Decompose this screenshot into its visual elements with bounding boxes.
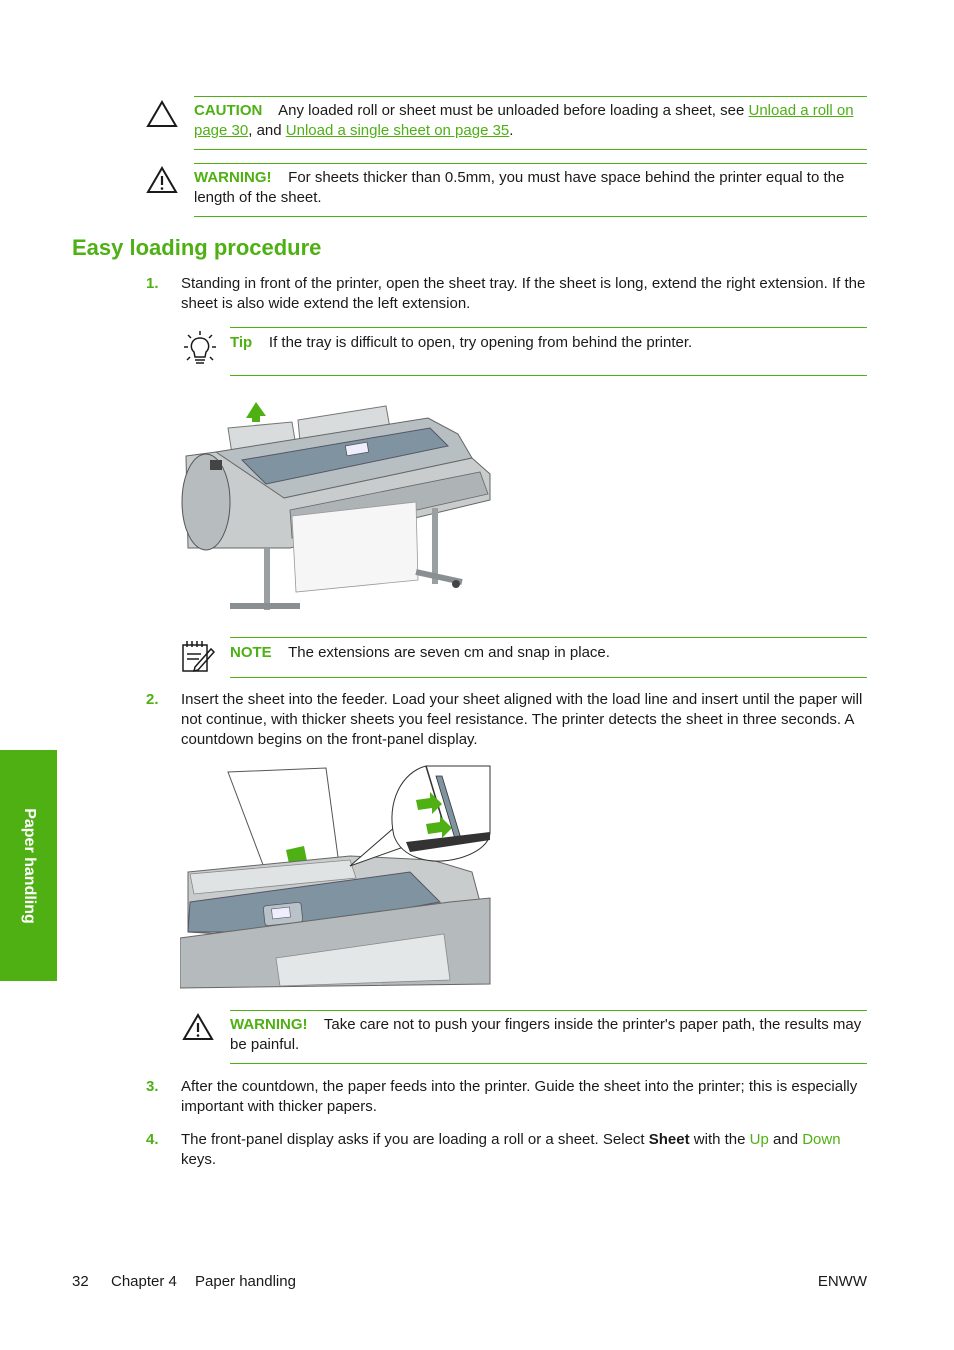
warning-icon bbox=[182, 1013, 214, 1040]
tip-label: Tip bbox=[230, 334, 253, 351]
warning-notice-2: WARNING! Take care not to push your fing… bbox=[230, 1010, 867, 1064]
step-number: 1. bbox=[146, 275, 159, 292]
step-4: 4. The front-panel display asks if you a… bbox=[146, 1130, 868, 1170]
step-text-part: and bbox=[768, 1131, 803, 1148]
step-text: Standing in front of the printer, open t… bbox=[181, 275, 866, 312]
step-text: Insert the sheet into the feeder. Load y… bbox=[181, 691, 863, 748]
caution-text: Any loaded roll or sheet must be unloade… bbox=[278, 102, 749, 119]
footer-chapter-title: Paper handling bbox=[195, 1273, 296, 1290]
note-label: NOTE bbox=[230, 644, 272, 661]
note-icon bbox=[182, 641, 215, 673]
unload-sheet-link[interactable]: Unload a single sheet on page 35 bbox=[285, 122, 510, 139]
step-number: 3. bbox=[146, 1078, 159, 1095]
warning-label: WARNING! bbox=[230, 1016, 308, 1033]
step-3: 3. After the countdown, the paper feeds … bbox=[146, 1077, 868, 1117]
sheet-insertion-illustration bbox=[180, 765, 491, 989]
step-2: 2. Insert the sheet into the feeder. Loa… bbox=[146, 690, 868, 750]
printer-tray-illustration bbox=[181, 402, 491, 610]
sheet-option: Sheet bbox=[648, 1131, 690, 1148]
caution-label: CAUTION bbox=[194, 102, 263, 119]
caution-text-mid: , and bbox=[248, 122, 286, 139]
step-text: The front-panel display asks if you are … bbox=[181, 1130, 868, 1170]
down-key: Down bbox=[802, 1131, 841, 1148]
unload-roll-link[interactable]: Unload a roll on page 30 bbox=[194, 102, 854, 139]
warning-text: Take care not to push your fingers insid… bbox=[230, 1016, 862, 1053]
page-number: 32 bbox=[72, 1273, 89, 1290]
caution-icon bbox=[146, 100, 178, 127]
note-notice: NOTE The extensions are seven cm and sna… bbox=[230, 637, 867, 678]
caution-text-end: . bbox=[509, 122, 514, 139]
warning-notice: WARNING! For sheets thicker than 0.5mm, … bbox=[194, 163, 867, 217]
step-1: 1. Standing in front of the printer, ope… bbox=[146, 274, 868, 314]
step-text-part: keys. bbox=[181, 1151, 217, 1168]
up-key: Up bbox=[749, 1131, 769, 1148]
chapter-side-tab: Paper handling bbox=[0, 750, 57, 981]
tip-notice: Tip If the tray is difficult to open, tr… bbox=[230, 327, 867, 376]
step-number: 4. bbox=[146, 1131, 159, 1148]
warning-text: For sheets thicker than 0.5mm, you must … bbox=[194, 169, 845, 206]
step-number: 2. bbox=[146, 691, 159, 708]
warning-label: WARNING! bbox=[194, 169, 272, 186]
note-text: The extensions are seven cm and snap in … bbox=[288, 644, 610, 661]
step-text-part: The front-panel display asks if you are … bbox=[181, 1131, 649, 1148]
section-title: Easy loading procedure bbox=[72, 235, 322, 260]
footer-enww: ENWW bbox=[817, 1273, 867, 1290]
step-text-part: with the bbox=[689, 1131, 750, 1148]
side-tab-label: Paper handling bbox=[20, 807, 38, 924]
tip-lightbulb-icon bbox=[184, 331, 216, 364]
footer-chapter: Chapter 4 bbox=[111, 1273, 177, 1290]
step-text: After the countdown, the paper feeds int… bbox=[181, 1078, 858, 1115]
caution-notice: CAUTION Any loaded roll or sheet must be… bbox=[194, 96, 867, 150]
warning-icon bbox=[146, 166, 178, 193]
tip-text: If the tray is difficult to open, try op… bbox=[268, 334, 693, 351]
